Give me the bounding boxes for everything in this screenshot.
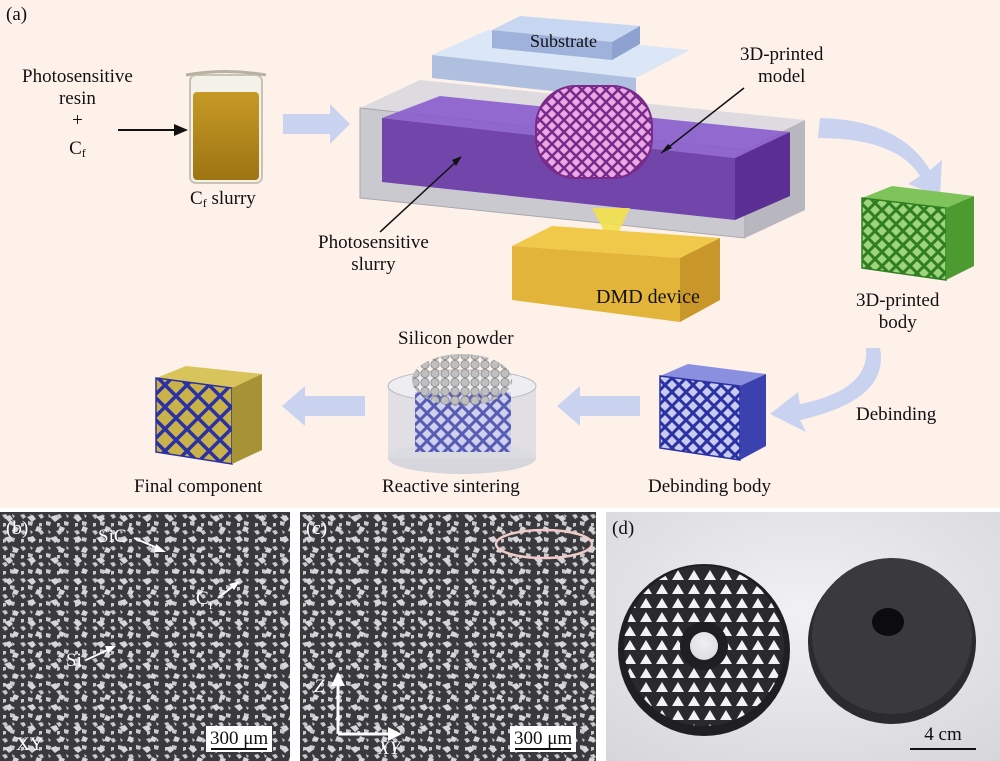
panel-label-a: (a)	[6, 4, 28, 25]
panel-label-d: (d)	[612, 518, 635, 539]
sic-label: SiC	[98, 526, 127, 547]
input-cf: Cf	[69, 138, 86, 160]
light-beam	[592, 208, 630, 246]
green-body	[861, 186, 974, 281]
substrate-label: Substrate	[530, 31, 597, 51]
micrograph-b-arrows	[85, 537, 240, 661]
input-line1: Photosensitive	[22, 66, 133, 87]
model-pointer	[664, 87, 745, 151]
axis-z-label: Z	[314, 676, 325, 697]
flow-arrows	[282, 104, 942, 432]
si-label: Si	[66, 650, 82, 671]
silicon-powder-label: Silicon powder	[398, 328, 514, 349]
reactive-sintering-label: Reactive sintering	[382, 476, 520, 497]
debinding-label: Debinding	[856, 404, 937, 425]
flow-arrow-4	[557, 386, 640, 426]
final-component-label: Final component	[134, 476, 263, 497]
orientation-label: XY	[16, 734, 44, 755]
panel-label-c: (c)	[306, 518, 328, 539]
final-component	[155, 366, 262, 465]
micrograph-b: (b) SiC Cf Si XY 300 μm	[0, 512, 290, 761]
flow-arrow-2	[818, 118, 942, 196]
process-illustration	[118, 16, 974, 474]
printed-model	[535, 85, 653, 179]
scale-bar-d: 4 cm	[910, 724, 976, 750]
scale-bar-c: 300 μm	[510, 726, 577, 752]
debinding-body	[659, 364, 766, 461]
axis-xy-label: XY	[378, 738, 401, 759]
flow-arrow-3	[770, 348, 881, 432]
solid-disk	[808, 558, 976, 724]
beaker-icon	[185, 70, 267, 184]
input-resin-label: Photosensitive resin + Cf	[22, 66, 133, 164]
micrograph-c-texture	[300, 512, 596, 761]
input-line2: resin	[58, 88, 96, 109]
input-plus: +	[72, 110, 83, 131]
input-arrow-icon	[118, 124, 188, 136]
flow-arrow-1	[283, 104, 350, 144]
dmd-device	[512, 226, 720, 322]
process-diagram: (a) Photosensitive resin + Cf Cf slurry …	[0, 0, 1000, 508]
crucible	[387, 354, 537, 474]
scale-bar-b: 300 μm	[206, 726, 273, 752]
highlight-ellipse	[494, 528, 594, 560]
lattice-disk	[618, 564, 790, 736]
silicon-powder-pile	[412, 354, 512, 406]
slurry-pointer	[379, 159, 459, 233]
flow-arrow-5	[282, 386, 365, 426]
dmd-label: DMD device	[596, 286, 700, 308]
panel-label-b: (b)	[6, 518, 29, 539]
cf-label: Cf	[196, 588, 213, 612]
slurry-label: Cf slurry	[190, 188, 256, 210]
debinding-body-label: Debinding body	[648, 476, 771, 497]
photo-d-image	[606, 512, 1000, 761]
micrograph-c: (c) Z XY 300 μm	[300, 512, 596, 761]
micrograph-b-texture	[0, 512, 290, 761]
photo-d: (d) 4 cm	[606, 512, 1000, 761]
